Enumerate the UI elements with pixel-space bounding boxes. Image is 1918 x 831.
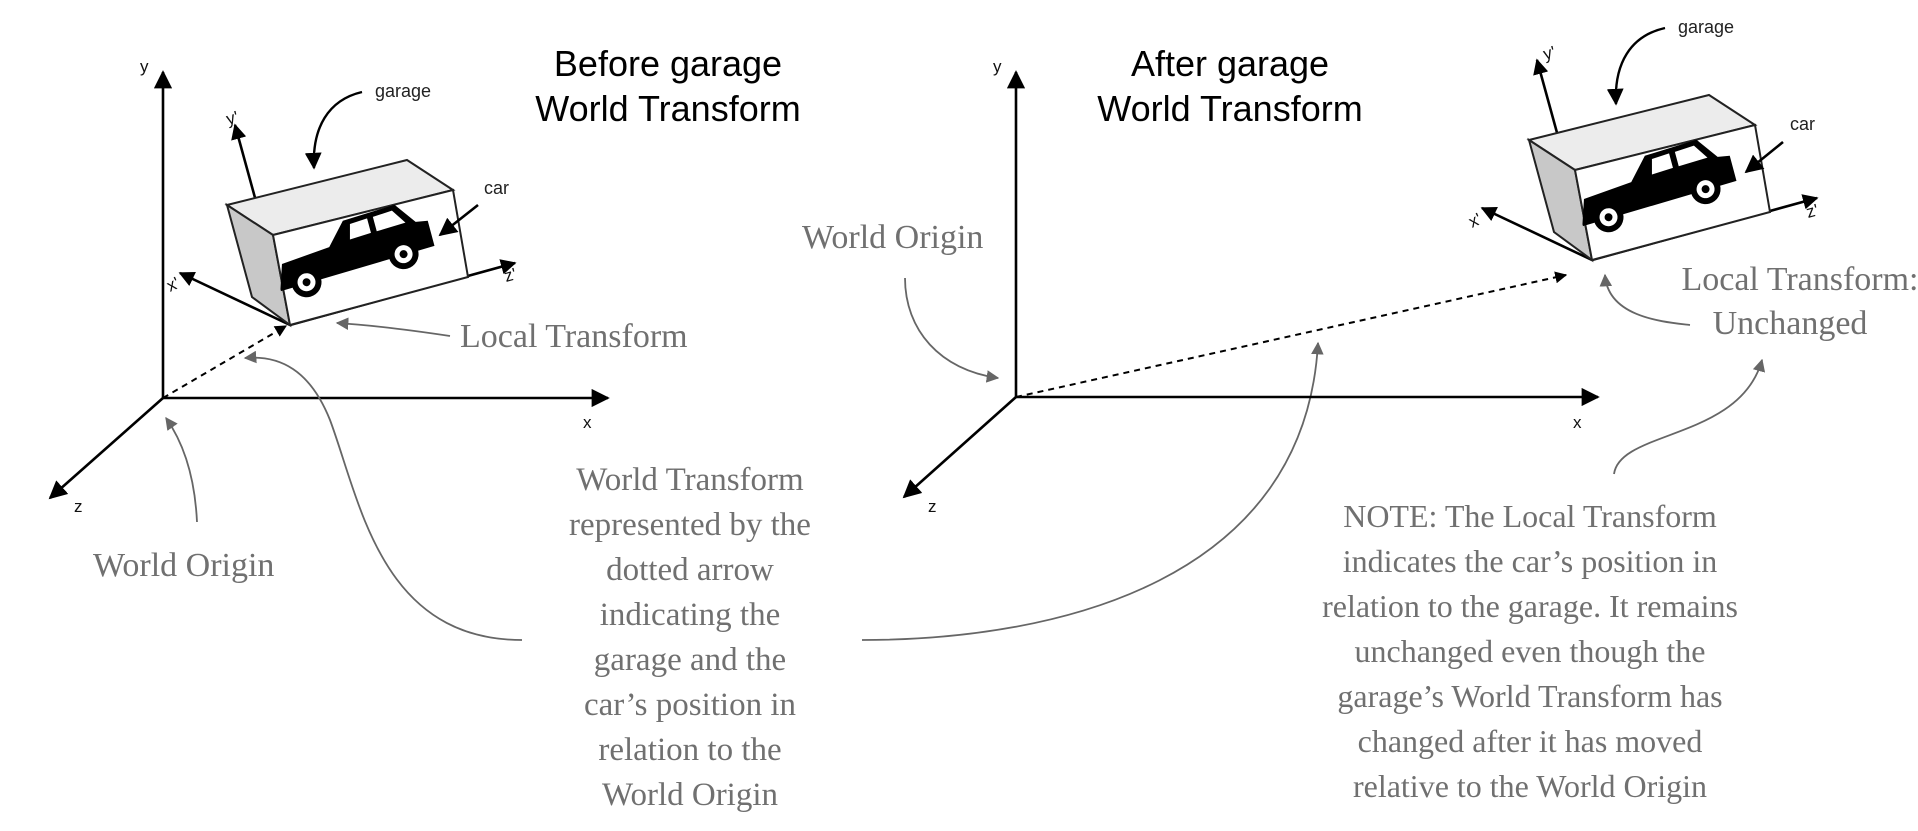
right-note-line-4: unchanged even though the — [1355, 633, 1706, 669]
local-transform-unchanged-line1: Local Transform: — [1681, 261, 1918, 298]
right-note-line-5: garage’s World Transform has — [1337, 678, 1722, 714]
center-note-line-7: relation to the — [598, 732, 781, 768]
garage-with-car-left — [180, 125, 515, 325]
car-label-right: car — [1790, 114, 1815, 134]
world-origin-pointer-left — [165, 416, 198, 523]
garage-label-left: garage — [375, 81, 431, 101]
right-note-line-3: relation to the garage. It remains — [1322, 588, 1738, 624]
center-note-line-2: represented by the — [569, 507, 811, 543]
center-note: World Transform represented by the dotte… — [243, 341, 1324, 813]
center-note-line-3: dotted arrow — [606, 552, 774, 588]
left-title-line1: Before garage — [554, 43, 782, 84]
right-note: NOTE: The Local Transform indicates the … — [1322, 358, 1766, 804]
center-note-pointer-left — [243, 350, 523, 641]
x-axis-label: x — [583, 413, 592, 432]
local-z-label-right: z' — [1804, 200, 1820, 221]
center-note-pointer-right — [861, 341, 1324, 641]
garage-pointer-right — [1606, 26, 1666, 106]
right-note-line-7: relative to the World Origin — [1353, 768, 1707, 804]
right-title-line1: After garage — [1131, 43, 1329, 84]
right-panel: y x z y' x' z' garage car Local Transfor… — [802, 17, 1918, 516]
world-origin-label-right: World Origin — [802, 219, 983, 256]
y-axis-label: y — [140, 57, 149, 76]
local-x-label: x' — [164, 273, 183, 295]
garage-with-car-right — [1482, 60, 1817, 260]
left-panel: y x z y' x' z' garage car Local Transfor… — [48, 43, 801, 584]
right-note-line-1: NOTE: The Local Transform — [1343, 498, 1717, 534]
world-z-axis-left — [48, 397, 164, 500]
z-axis-label-right: z — [928, 497, 937, 516]
local-z-label: z' — [502, 264, 518, 285]
center-note-line-1: World Transform — [576, 462, 804, 498]
right-note-line-6: changed after it has moved — [1358, 723, 1703, 759]
garage-label-right: garage — [1678, 17, 1734, 37]
center-note-line-6: car’s position in — [584, 687, 796, 723]
local-transform-pointer-right — [1599, 273, 1691, 326]
right-title-line2: World Transform — [1097, 88, 1362, 129]
world-transform-arrow-left — [162, 325, 288, 399]
center-note-line-4: indicating the — [600, 597, 781, 633]
right-note-pointer — [1613, 358, 1766, 475]
left-title-line2: World Transform — [535, 88, 800, 129]
local-y-label: y' — [224, 107, 240, 128]
right-note-line-2: indicates the car’s position in — [1343, 543, 1717, 579]
z-axis-label: z — [74, 497, 83, 516]
local-transform-label: Local Transform — [460, 318, 688, 355]
local-transform-pointer — [335, 317, 451, 337]
y-axis-label-right: y — [993, 57, 1002, 76]
local-transform-unchanged-line2: Unchanged — [1713, 305, 1868, 342]
car-label-left: car — [484, 178, 509, 198]
car-pointer-left — [438, 203, 479, 237]
center-note-line-8: World Origin — [602, 777, 778, 813]
world-origin-pointer-right — [904, 277, 1000, 383]
car-pointer-right — [1744, 140, 1784, 174]
local-y-label-right: y' — [1541, 42, 1557, 63]
garage-pointer-left — [304, 90, 363, 170]
x-axis-label-right: x — [1573, 413, 1582, 432]
local-x-label-right: x' — [1466, 209, 1485, 231]
center-note-line-5: garage and the — [594, 642, 786, 678]
world-z-axis-right — [902, 396, 1017, 499]
world-transform-arrow-right — [1015, 271, 1568, 398]
world-origin-label-left: World Origin — [93, 547, 274, 584]
